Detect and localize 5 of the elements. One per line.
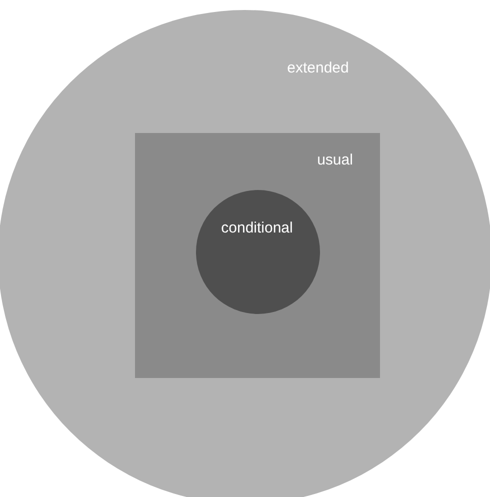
- square-region: [135, 133, 380, 378]
- region-label: extended: [287, 60, 349, 76]
- region-label: usual: [317, 152, 353, 168]
- region-label: conditional: [221, 220, 293, 236]
- outer-circle: [0, 10, 490, 497]
